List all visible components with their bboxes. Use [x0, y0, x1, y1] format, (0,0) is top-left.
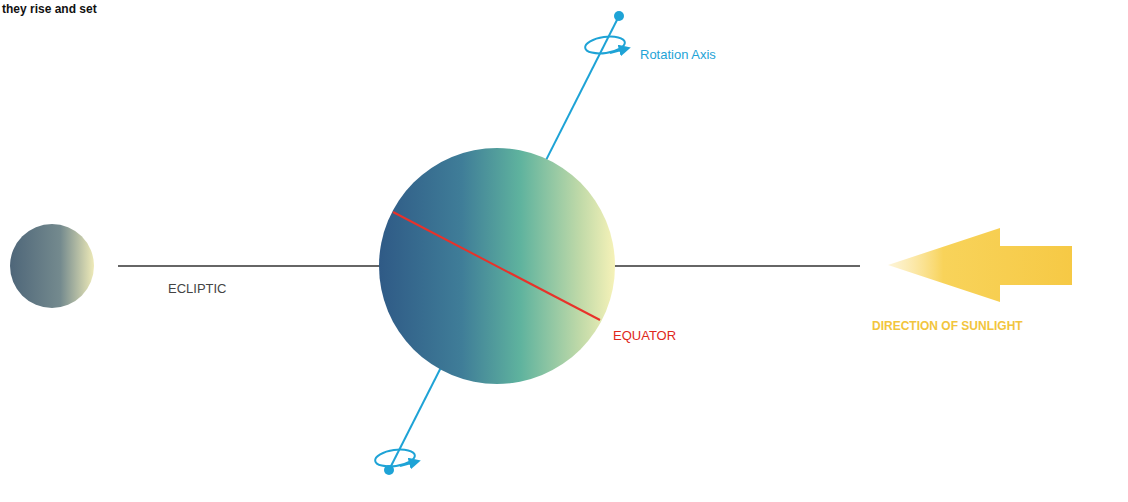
equator-label: EQUATOR — [613, 328, 676, 343]
equator-line — [393, 212, 600, 320]
axis-label: Rotation Axis — [640, 47, 716, 62]
sunlight-arrow — [888, 228, 1072, 302]
ecliptic-line — [118, 265, 380, 267]
moon — [10, 224, 94, 308]
caption-fragment: they rise and set — [2, 2, 97, 16]
rotation-arrow — [610, 49, 625, 53]
earth — [379, 148, 615, 384]
rotation-arrow — [400, 462, 415, 466]
sunlight-label: DIRECTION OF SUNLIGHT — [872, 319, 1023, 333]
ecliptic-line — [614, 265, 860, 267]
rotation-ring — [584, 34, 626, 55]
ecliptic-label: ECLIPTIC — [168, 281, 227, 296]
rotation-ring — [374, 447, 416, 468]
axis-end-dot — [614, 11, 624, 21]
